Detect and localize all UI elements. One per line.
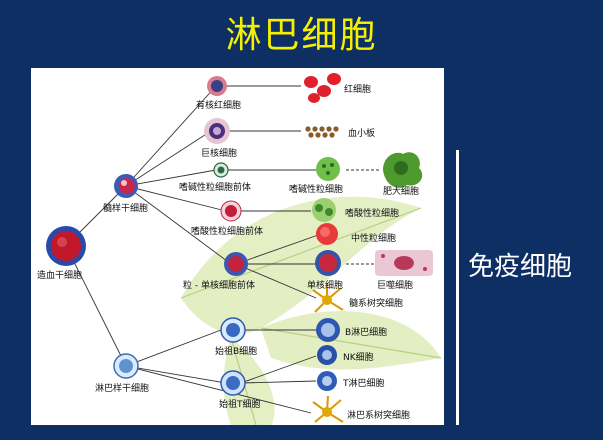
basophil-cell xyxy=(316,157,340,181)
label-mast: 肥大细胞 xyxy=(383,187,420,197)
label-b-precursor: 始祖B细胞 xyxy=(215,347,258,357)
t-lymphocyte-cell xyxy=(317,371,337,391)
label-nucleated-rbc: 有核红细胞 xyxy=(196,101,242,111)
eosinophil-cell xyxy=(312,198,336,222)
myeloid-stem-cell xyxy=(114,174,138,198)
gm-precursor-cell xyxy=(224,252,248,276)
label-b-cell: B淋巴细胞 xyxy=(345,328,388,338)
label-lymphoid-dc: 淋巴系树突细胞 xyxy=(347,411,411,421)
label-basophil: 嗜碱性粒细胞 xyxy=(289,185,344,195)
macrophage-cell xyxy=(375,250,433,276)
immune-bracket-line xyxy=(456,150,459,425)
t-precursor-cell xyxy=(220,370,246,396)
label-t-cell: T淋巴细胞 xyxy=(343,379,385,389)
myeloid-dendritic-cell xyxy=(312,284,344,313)
b-lymphocyte-cell xyxy=(316,318,340,342)
b-precursor-cell xyxy=(220,317,246,343)
monocyte-cell xyxy=(315,250,341,276)
basophil-precursor-cell xyxy=(213,162,229,178)
platelet-cells xyxy=(305,126,339,138)
rbc-cells xyxy=(304,73,341,103)
label-gm-precursor: 粒 - 单核细胞前体 xyxy=(183,281,255,291)
lymphoid-dendritic-cell xyxy=(312,395,344,423)
mast-cell xyxy=(383,152,423,188)
hsc-cell xyxy=(46,226,86,266)
hematopoiesis-diagram: 造血干细胞 髓样干细胞 淋巴样干细胞 有核红细胞 巨核细胞 嗜碱性粒细胞前体 嗜… xyxy=(31,68,444,425)
label-eosinophil-precursor: 嗜酸性粒细胞前体 xyxy=(191,227,264,237)
immune-cells-label: 免疫细胞 xyxy=(468,252,573,282)
label-platelet: 血小板 xyxy=(348,129,376,139)
connector-lines xyxy=(65,85,381,414)
label-lymphoid-stem: 淋巴样干细胞 xyxy=(95,384,150,394)
megakaryocyte-cell xyxy=(204,118,230,144)
label-basophil-precursor: 嗜碱性粒细胞前体 xyxy=(179,183,252,193)
label-myeloid-dc: 髓系树突细胞 xyxy=(349,299,404,309)
label-myeloid-stem: 髓样干细胞 xyxy=(103,204,149,214)
eosinophil-precursor-cell xyxy=(220,200,242,222)
label-neutrophil: 中性粒细胞 xyxy=(351,234,397,244)
label-nk-cell: NK细胞 xyxy=(343,353,374,363)
label-t-precursor: 始祖T细胞 xyxy=(219,400,261,410)
label-hsc: 造血干细胞 xyxy=(37,271,83,281)
lymphoid-stem-cell xyxy=(113,353,139,379)
label-megakaryocyte: 巨核细胞 xyxy=(201,149,238,159)
diagram-graphics xyxy=(46,73,442,425)
slide-title: 淋巴细胞 xyxy=(225,15,378,56)
label-monocyte: 单核细胞 xyxy=(307,281,344,291)
label-eosinophil: 嗜酸性粒细胞 xyxy=(345,209,400,219)
label-macrophage: 巨噬细胞 xyxy=(377,281,414,291)
label-rbc: 红细胞 xyxy=(344,85,372,95)
nucleated-rbc-cell xyxy=(207,76,227,96)
nk-cell xyxy=(317,345,337,365)
neutrophil-cell xyxy=(316,223,338,245)
